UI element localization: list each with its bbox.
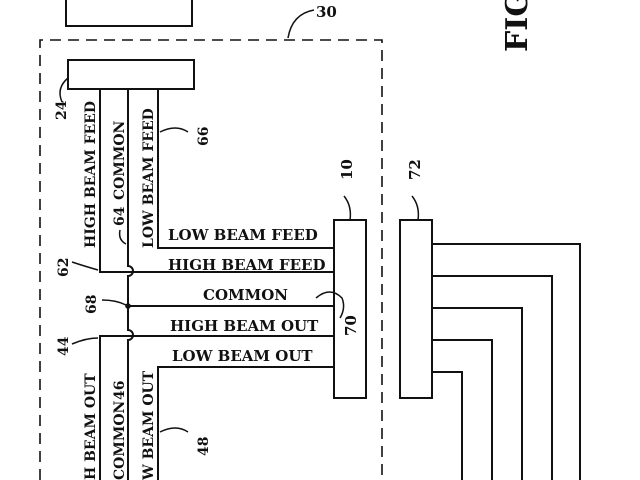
label-low-beam-feed: LOW BEAM FEED bbox=[168, 226, 318, 244]
leader-62 bbox=[71, 261, 99, 271]
label-high-beam-out: HIGH BEAM OUT bbox=[170, 317, 319, 335]
harness-wire-4 bbox=[432, 339, 493, 480]
leader-66 bbox=[159, 127, 189, 133]
wire-low-beam-out bbox=[157, 366, 334, 480]
ref-30: 30 bbox=[316, 3, 337, 21]
ref-70: 70 bbox=[342, 315, 360, 336]
wire-high-beam-out bbox=[99, 335, 334, 480]
ref-72: 72 bbox=[406, 159, 424, 180]
vlabel-high-beam-out: H BEAM OUT bbox=[83, 373, 99, 480]
leader-44 bbox=[71, 337, 99, 345]
ref-66: 66 bbox=[196, 127, 212, 146]
wire-common-64 bbox=[127, 89, 134, 290]
leader-72 bbox=[411, 195, 420, 221]
ref-68: 68 bbox=[84, 295, 100, 314]
wire-common-46 bbox=[127, 306, 134, 480]
ref-46: 46 bbox=[112, 381, 128, 400]
ref-44: 44 bbox=[56, 336, 72, 356]
harness-wire-3 bbox=[432, 307, 523, 480]
top-partial-box bbox=[65, 0, 193, 27]
connector-72 bbox=[399, 219, 433, 399]
label-common: COMMON bbox=[203, 286, 288, 304]
wire-low-beam-feed bbox=[157, 89, 334, 249]
ref-10: 10 bbox=[338, 159, 356, 180]
wire-high-beam-feed bbox=[99, 89, 334, 273]
leader-70 bbox=[315, 291, 345, 319]
ref-24: 24 bbox=[54, 100, 70, 120]
junction-dot bbox=[125, 303, 131, 309]
leader-48 bbox=[159, 427, 189, 433]
label-high-beam-feed: HIGH BEAM FEED bbox=[168, 256, 326, 274]
vlabel-common-46: COMMON bbox=[112, 400, 128, 480]
dashed-enclosure bbox=[39, 39, 383, 480]
ref-48: 48 bbox=[196, 437, 212, 456]
vlabel-low-beam-out: W BEAM OUT bbox=[141, 370, 157, 480]
vlabel-low-beam-feed: LOW BEAM FEED bbox=[141, 108, 157, 248]
leader-68 bbox=[101, 299, 127, 306]
ref-62: 62 bbox=[56, 258, 72, 277]
figure-label: FIG bbox=[500, 0, 535, 52]
connector-24 bbox=[67, 59, 195, 90]
leader-24 bbox=[59, 77, 69, 103]
vlabel-high-beam-feed: HIGH BEAM FEED bbox=[83, 101, 99, 248]
connector-10 bbox=[333, 219, 367, 399]
harness-wire-1 bbox=[432, 243, 581, 480]
ref-64: 64 bbox=[112, 206, 128, 226]
leader-64 bbox=[118, 229, 127, 245]
leader-30 bbox=[287, 9, 315, 39]
label-low-beam-out: LOW BEAM OUT bbox=[172, 347, 313, 365]
leader-10 bbox=[343, 195, 352, 221]
harness-wire-5 bbox=[432, 371, 463, 480]
harness-wire-2 bbox=[432, 275, 553, 480]
vlabel-common-64: COMMON bbox=[112, 120, 128, 200]
